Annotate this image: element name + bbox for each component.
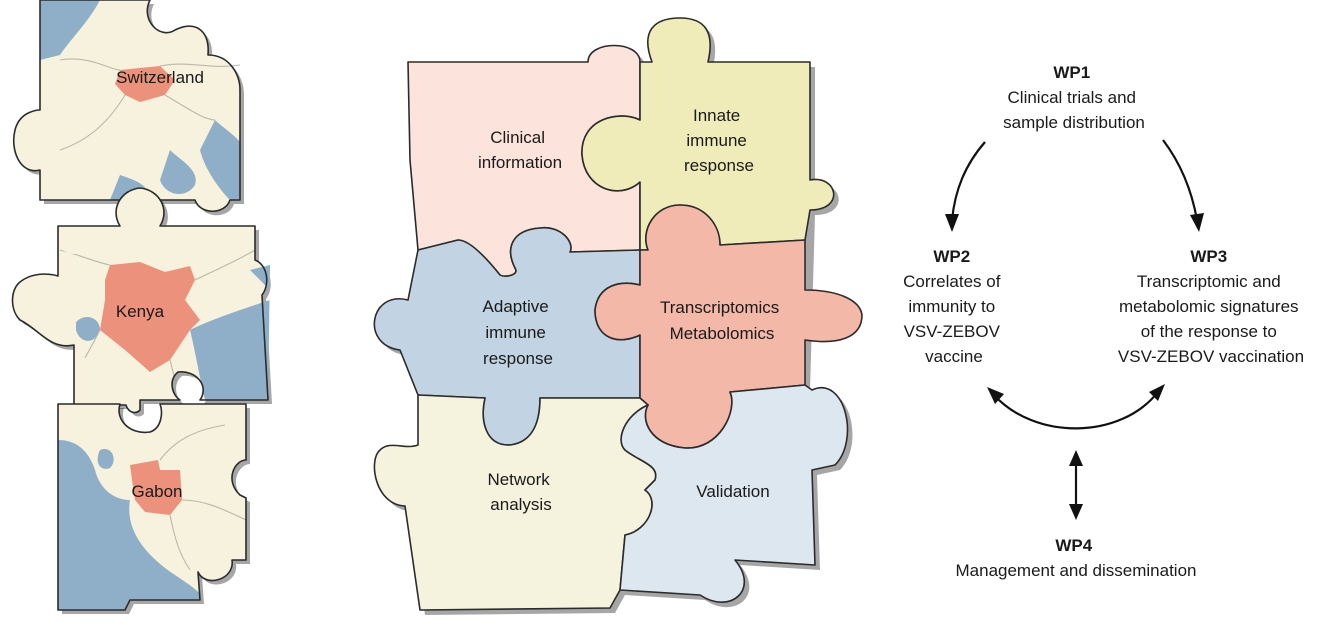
- wp-diagram: WP1 Clinical trials and sample distribut…: [903, 63, 1304, 580]
- wp3: WP3 Transcriptomic and metabolomic signa…: [1118, 247, 1304, 366]
- arrow-wp1-to-wp2: [950, 141, 986, 221]
- arrow-head-wp2-bottom: [987, 387, 1004, 404]
- map-kenya: Kenya: [11, 187, 272, 417]
- arrow-wp1-to-wp3: [1162, 139, 1199, 221]
- piece-validation: [619, 384, 849, 603]
- map-label-gabon: Gabon: [131, 482, 182, 501]
- wp2: WP2 Correlates of immunity to VSV-ZEBOV …: [903, 247, 1005, 366]
- piece-label-validation: Validation: [696, 482, 769, 501]
- map-label-switzerland: Switzerland: [116, 68, 204, 87]
- arrow-wp2-wp3-bottom: [993, 391, 1159, 430]
- map-switzerland: Switzerland: [13, 0, 244, 216]
- arrow-head-wp2: [945, 214, 959, 232]
- wp4: WP4 Management and dissemination: [956, 536, 1197, 580]
- piece-label-network-analysis: Network analysis: [487, 470, 554, 514]
- piece-label-adaptive-immune-response: Adaptive immune response: [483, 297, 554, 368]
- puzzle: Clinical information Innate immune respo…: [373, 17, 863, 615]
- map-label-kenya: Kenya: [116, 302, 165, 321]
- piece-label-transcriptomics-metabolomics: Transcriptomics Metabolomics: [660, 298, 784, 343]
- arrow-head-wp3-bottom: [1149, 384, 1165, 401]
- map-gabon: Gabon: [57, 403, 250, 614]
- arrow-head-wp4-up: [1069, 450, 1083, 466]
- arrow-head-wp4-down: [1069, 504, 1083, 520]
- piece-label-clinical-information: Clinical information: [478, 128, 562, 172]
- piece-label-innate-immune-response: Innate immune response: [684, 106, 754, 175]
- wp1: WP1 Clinical trials and sample distribut…: [1003, 63, 1145, 132]
- arrow-head-wp3: [1190, 213, 1204, 232]
